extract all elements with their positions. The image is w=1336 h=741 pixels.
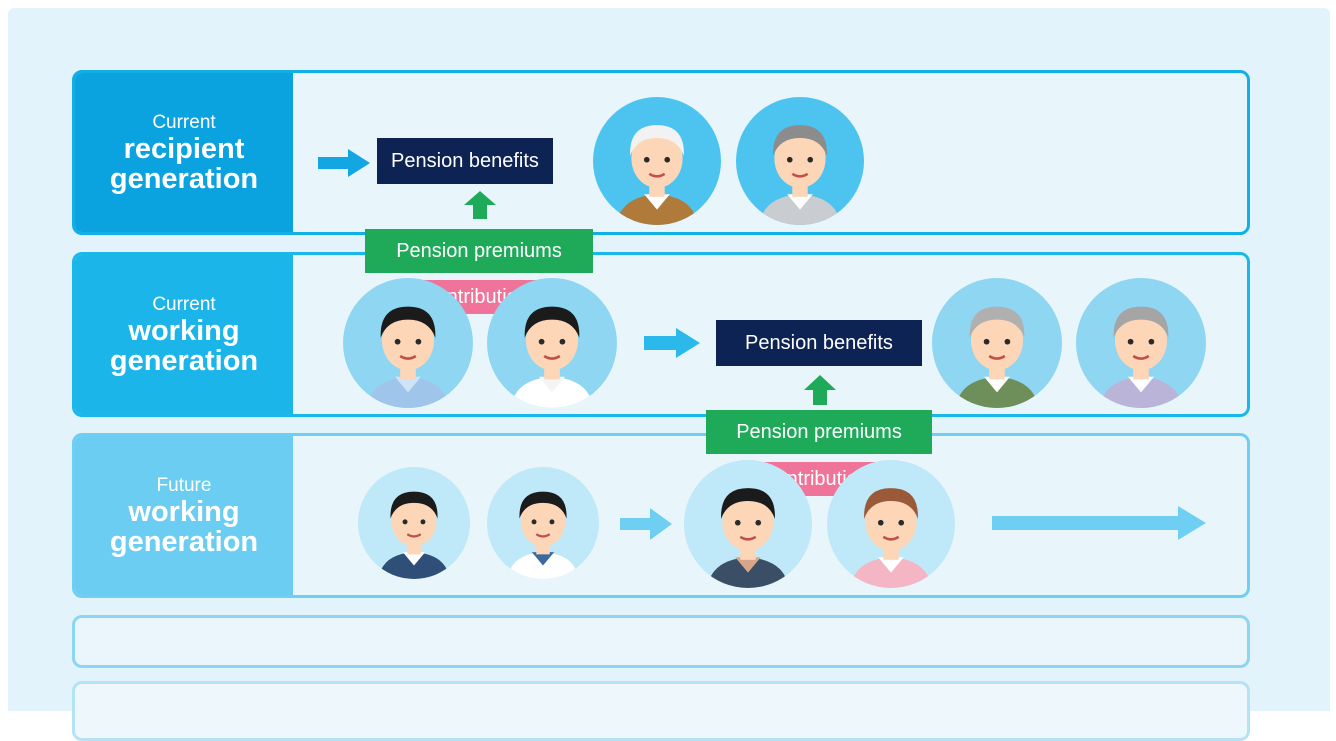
girl-avatar (487, 467, 599, 579)
boy-avatar (358, 467, 470, 579)
generation-label-future: Future working generation (75, 436, 293, 595)
pension-benefits-box: Pension benefits (716, 320, 922, 366)
future-elderly-woman-avatar (1076, 278, 1206, 408)
row-further-generation (72, 615, 1250, 668)
pension-benefits-box: Pension benefits (377, 138, 553, 184)
pension-premiums-box: Pension premiums (365, 229, 593, 273)
up-arrow-icon (804, 375, 836, 405)
generation-label-big: working (128, 495, 240, 528)
generation-label-big: recipient (123, 132, 245, 165)
up-arrow-icon (464, 191, 496, 219)
elderly-woman-avatar (736, 97, 864, 225)
generation-label-big: generation (109, 344, 259, 377)
right-arrow-icon (620, 508, 672, 540)
row-future-working-generation: Future working generation (72, 433, 1250, 598)
row-further-generation-faded (72, 681, 1250, 741)
young-man-avatar (684, 460, 812, 588)
long-right-arrow-icon (992, 506, 1206, 540)
future-elderly-man-avatar (932, 278, 1062, 408)
generation-label-big: working (128, 314, 240, 347)
elderly-man-avatar (593, 97, 721, 225)
generation-label-small: Future (156, 474, 212, 496)
pension-premiums-box: Pension premiums (706, 410, 932, 454)
generation-label-big: generation (109, 525, 259, 558)
right-arrow-icon (318, 149, 370, 177)
generation-label-big: generation (109, 162, 259, 195)
generation-label-working: Current working generation (75, 255, 293, 414)
generation-label-recipient: Current recipient generation (75, 73, 293, 232)
working-woman-avatar (487, 278, 617, 408)
working-man-avatar (343, 278, 473, 408)
generation-label-small: Current (152, 293, 216, 315)
generation-label-small: Current (152, 111, 216, 133)
young-woman-avatar (827, 460, 955, 588)
right-arrow-icon (644, 328, 700, 358)
